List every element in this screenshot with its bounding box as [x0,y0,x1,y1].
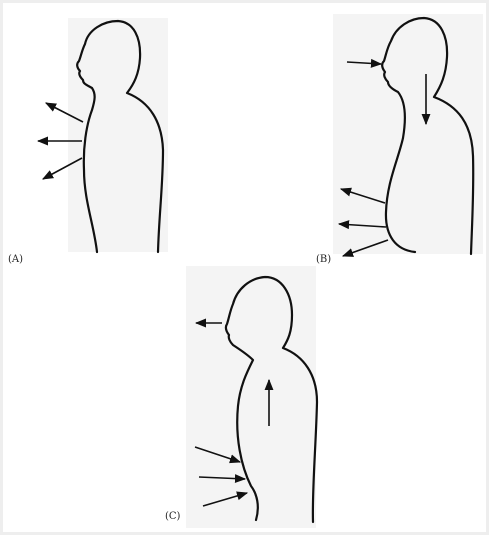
panel-c: (C) [165,266,317,528]
panel-b: (B) [316,14,483,265]
panel-b-backdrop [333,14,483,254]
panel-c-backdrop [186,266,316,528]
panel-a-label: (A) [8,254,23,265]
panel-c-label: (C) [165,511,181,522]
panel-b-label: (B) [316,254,331,265]
panel-a-backdrop [68,18,168,252]
